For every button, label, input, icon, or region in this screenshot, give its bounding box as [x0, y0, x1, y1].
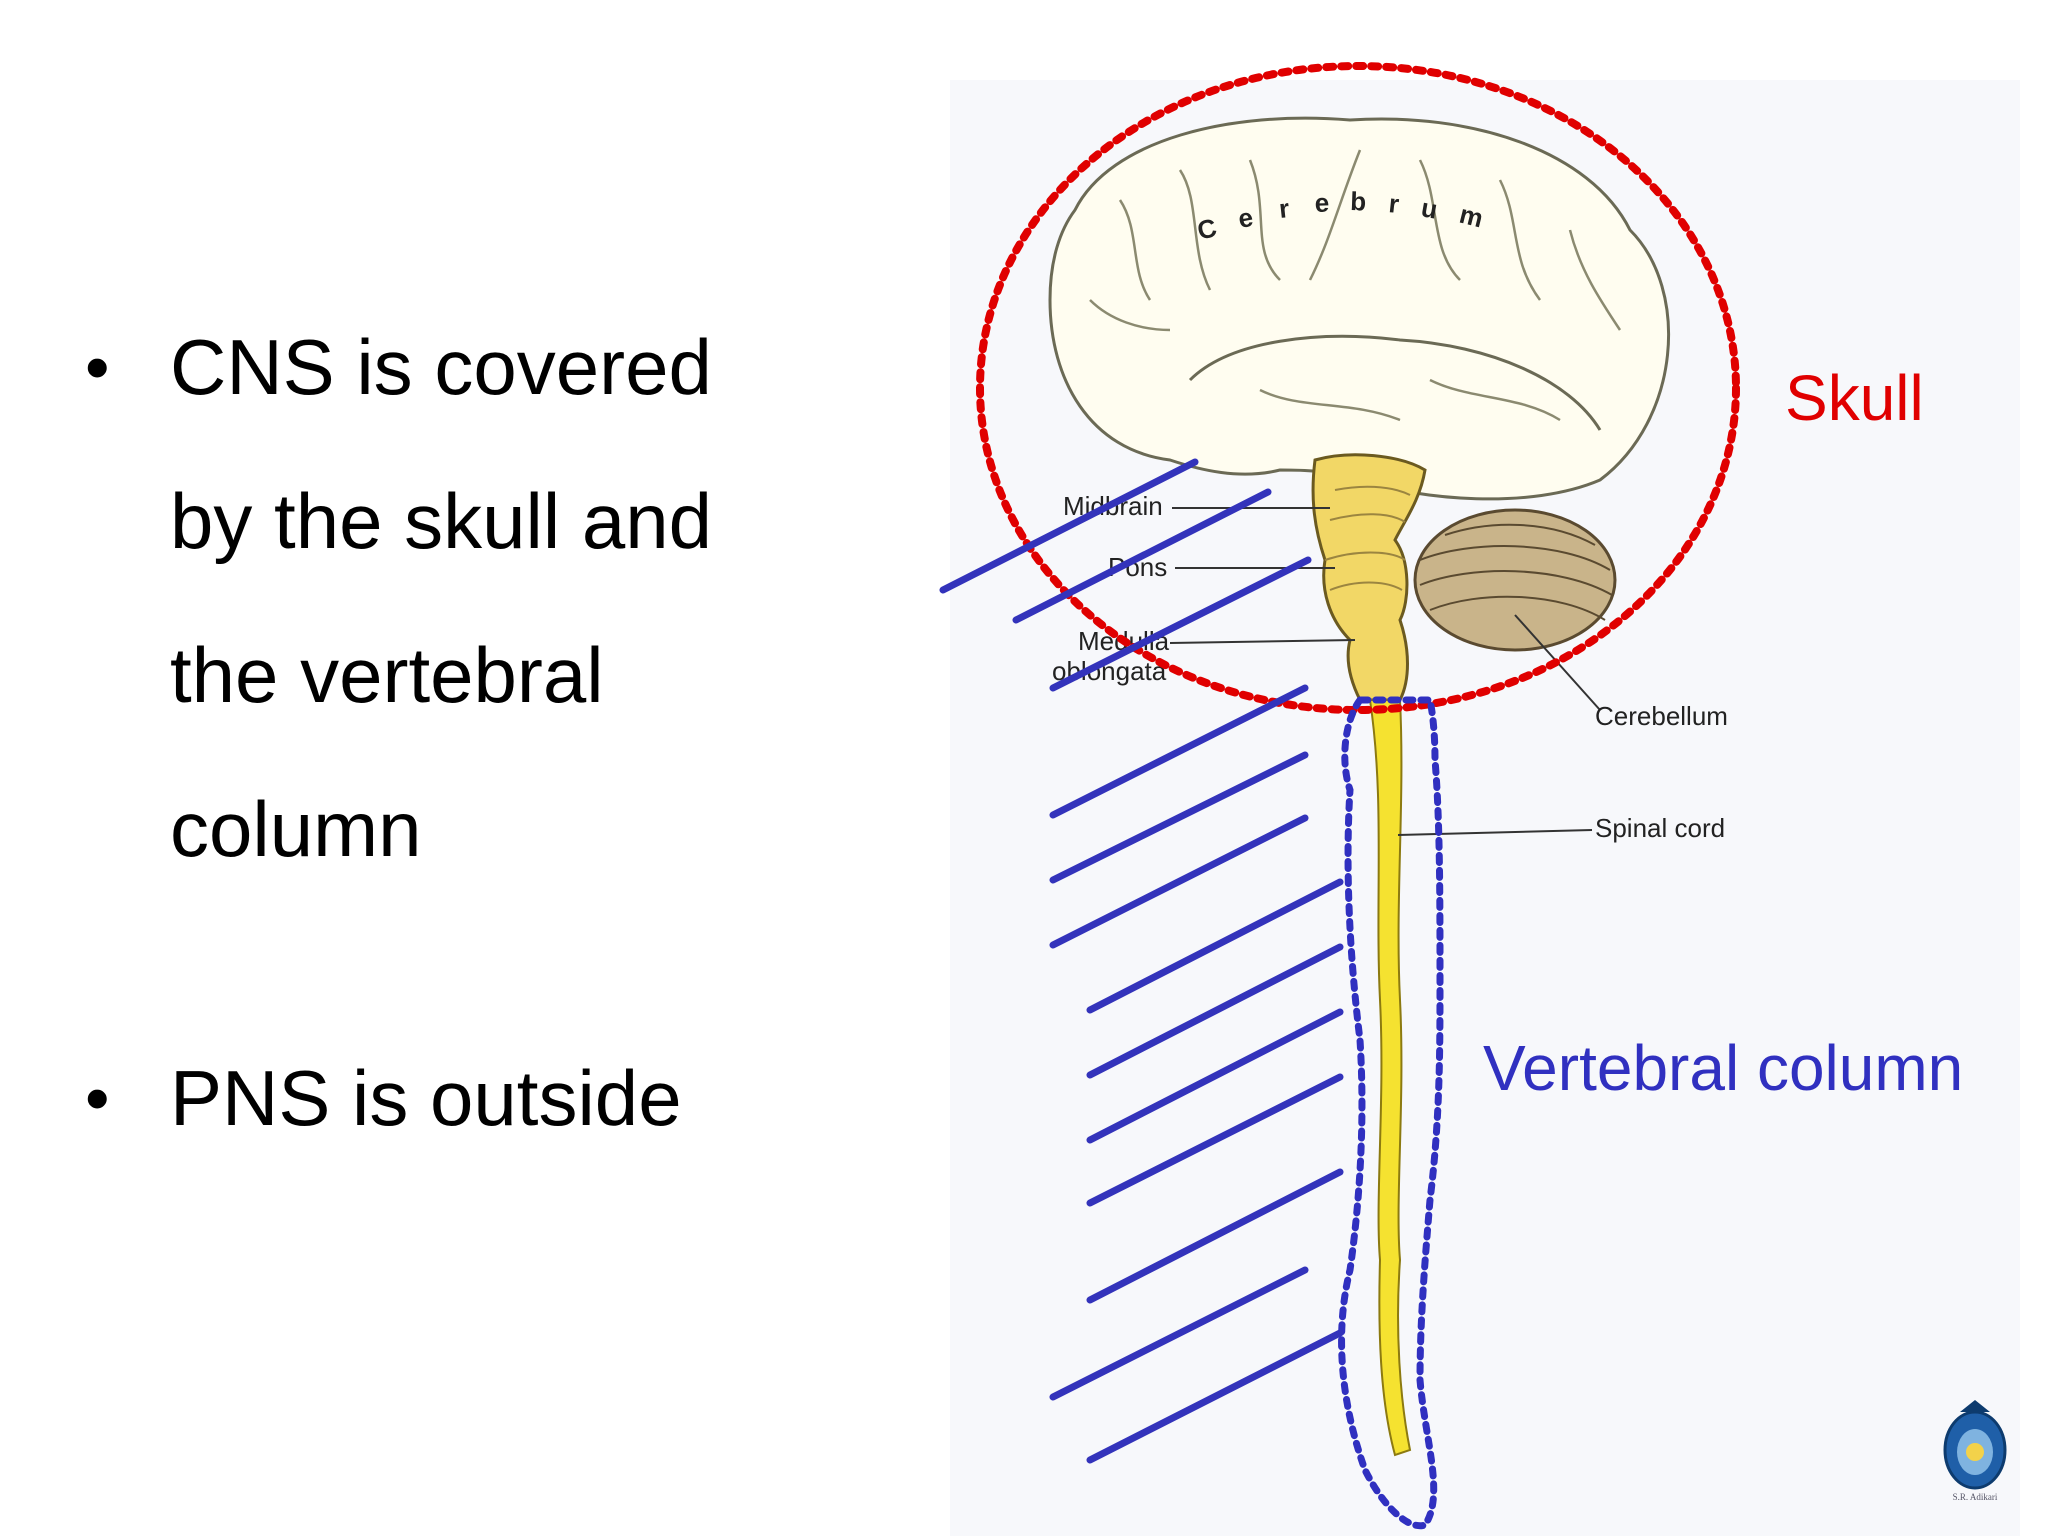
university-crest-icon — [1943, 1400, 2007, 1490]
nerve-line — [1086, 1073, 1344, 1207]
nerve-line — [1049, 751, 1309, 884]
bullet-cns: • CNS is covered by the skull and the ve… — [85, 290, 845, 906]
cerebrum-letter: u — [1419, 192, 1442, 225]
nerve-line — [939, 458, 1199, 594]
cerebellum — [1413, 508, 1617, 652]
bullet-line: by the skull and — [170, 477, 713, 565]
cerebrum-letter: r — [1387, 188, 1402, 219]
bullet-line: column — [170, 785, 422, 873]
vertebral-column-label: Vertebral column — [1483, 1032, 1963, 1104]
brain-gyri — [1089, 149, 1622, 422]
bullet-line: PNS is outside — [170, 1054, 682, 1142]
nerve-line — [1049, 814, 1309, 949]
temporal-lobe — [1188, 334, 1602, 431]
cerebrum-letter: e — [1314, 187, 1332, 218]
cerebellum-label: Cerebellum — [1595, 701, 1728, 731]
nerve-line — [1086, 1329, 1344, 1464]
spinal-cord — [1368, 699, 1412, 1457]
cerebrum-letter: e — [1236, 202, 1257, 234]
skull-outline — [976, 62, 1740, 714]
nerve-line — [1086, 878, 1344, 1014]
bullet-pns: • PNS is outside — [85, 1021, 845, 1175]
nerve-line — [1086, 1168, 1344, 1304]
spinal-cord-label: Spinal cord — [1595, 813, 1725, 843]
skull-label: Skull — [1785, 362, 1924, 434]
bullet-dot-icon: • — [85, 1059, 110, 1137]
brainstem-ridges — [1324, 485, 1411, 591]
cerebrum-letter: r — [1277, 193, 1292, 224]
nerve-line — [1086, 1008, 1344, 1144]
bullet-dot-icon: • — [85, 328, 110, 406]
bullet-line: CNS is covered — [170, 323, 712, 411]
nerve-line — [1086, 943, 1344, 1079]
nerve-line — [1049, 684, 1309, 819]
logo-caption: S.R. Adikari — [1952, 1492, 1998, 1502]
nerve-line — [1049, 1266, 1309, 1401]
brainstem — [1311, 453, 1427, 702]
nerve-line — [1012, 488, 1272, 624]
peripheral-nerves — [939, 458, 1344, 1464]
bullet-list: • CNS is covered by the skull and the ve… — [85, 290, 845, 1175]
bullet-line: the vertebral — [170, 631, 604, 719]
vertebral-column-outline — [1338, 696, 1444, 1530]
nerve-line — [1049, 556, 1312, 692]
cerebrum — [1048, 116, 1671, 501]
cerebrum-letter: b — [1350, 186, 1369, 217]
